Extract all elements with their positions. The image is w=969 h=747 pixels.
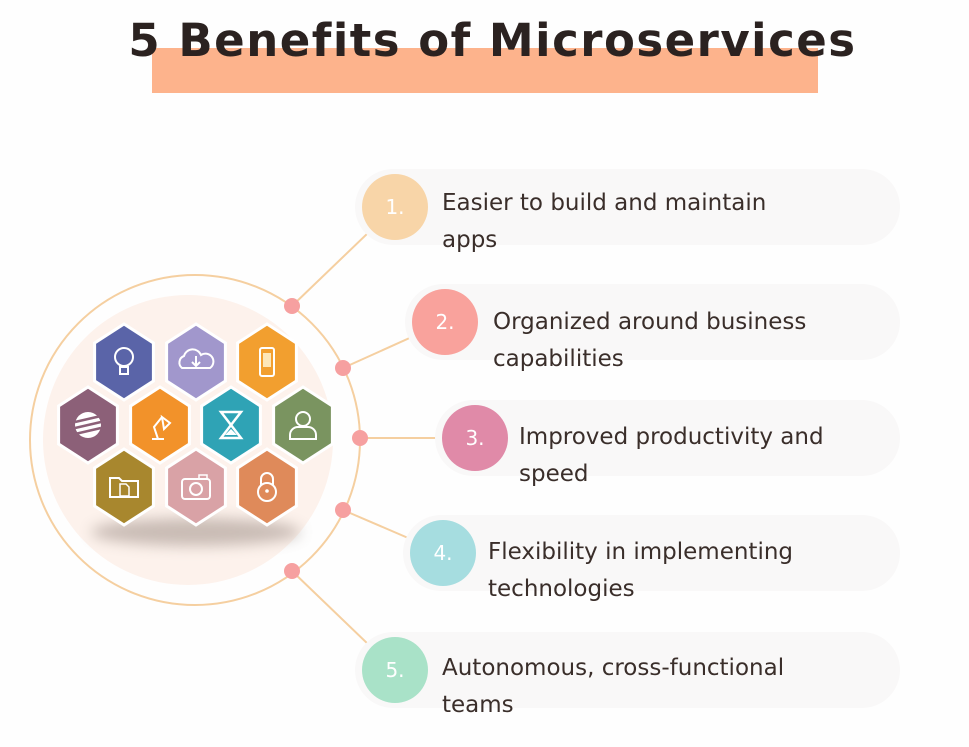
benefit-label: Autonomous, cross-functional teams bbox=[442, 650, 784, 724]
benefit-label: Flexibility in implementing technologies bbox=[488, 534, 793, 608]
benefit-line-2: teams bbox=[442, 692, 514, 718]
benefit-line-2: technologies bbox=[488, 576, 635, 602]
globe-icon bbox=[74, 412, 102, 438]
benefit-background bbox=[435, 400, 900, 476]
hexagon-tile bbox=[165, 322, 227, 402]
title-highlight bbox=[152, 48, 818, 93]
benefit-background bbox=[405, 284, 900, 360]
folder-icon bbox=[109, 477, 139, 498]
connector-dot bbox=[335, 360, 351, 376]
lightbulb-icon bbox=[114, 347, 134, 375]
smartphone-icon bbox=[259, 347, 275, 377]
connector-dot bbox=[352, 430, 368, 446]
benefit-label: Organized around business capabilities bbox=[493, 304, 806, 378]
hexagon-tile bbox=[236, 322, 298, 402]
hexagon-tile bbox=[165, 447, 227, 527]
hourglass-icon bbox=[218, 410, 244, 440]
connector-dot bbox=[284, 563, 300, 579]
hexagon-tile bbox=[57, 385, 119, 465]
number-badge: 1. bbox=[362, 174, 428, 240]
hexagon-tile bbox=[93, 447, 155, 527]
benefit-background bbox=[355, 169, 900, 245]
connector-dot bbox=[335, 502, 351, 518]
connector-dot bbox=[284, 298, 300, 314]
hexagon-tile bbox=[272, 385, 334, 465]
hexagon-tile bbox=[129, 385, 191, 465]
hexagon-tile bbox=[200, 385, 262, 465]
benefit-background bbox=[355, 632, 900, 708]
number-badge: 3. bbox=[442, 405, 508, 471]
number-badge: 5. bbox=[362, 637, 428, 703]
benefit-label: Easier to build and maintain apps bbox=[442, 185, 766, 259]
benefit-line-1: Easier to build and maintain bbox=[442, 190, 767, 216]
camera-icon bbox=[181, 474, 211, 500]
number-badge: 2. bbox=[412, 289, 478, 355]
page-title: 5 Benefits of Microservices bbox=[128, 14, 857, 67]
benefit-line-1: Autonomous, cross-functional bbox=[442, 655, 785, 681]
benefit-line-2: capabilities bbox=[493, 346, 624, 372]
user-icon bbox=[289, 411, 317, 440]
number-badge: 4. bbox=[410, 520, 476, 586]
benefit-line-1: Improved productivity and bbox=[519, 424, 824, 450]
padlock-icon bbox=[257, 472, 277, 502]
benefit-line-2: speed bbox=[519, 461, 589, 487]
title-area: 5 Benefits of Microservices bbox=[0, 0, 969, 110]
benefit-line-1: Organized around business bbox=[493, 309, 807, 335]
hexagon-tile bbox=[93, 322, 155, 402]
benefit-label: Improved productivity and speed bbox=[519, 419, 824, 493]
benefit-line-1: Flexibility in implementing bbox=[488, 539, 794, 565]
hex-shadow bbox=[91, 518, 301, 546]
hexagon-tile bbox=[236, 447, 298, 527]
benefit-background bbox=[403, 515, 900, 591]
cloud-download-icon bbox=[178, 348, 215, 369]
benefit-line-2: apps bbox=[442, 227, 498, 253]
desk-lamp-icon bbox=[152, 414, 172, 440]
